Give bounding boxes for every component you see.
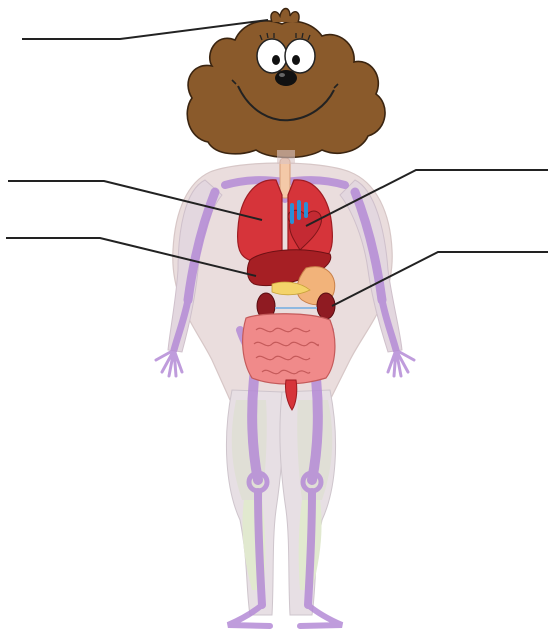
hair-tuft — [271, 9, 299, 23]
neck — [277, 150, 295, 164]
right-eye — [285, 39, 315, 73]
cartoon-dog-head — [187, 9, 385, 158]
left-eye — [257, 39, 287, 73]
head-fur — [187, 21, 385, 158]
label-line-brain — [22, 20, 268, 39]
nose — [275, 70, 297, 86]
small-intestine — [243, 314, 335, 384]
